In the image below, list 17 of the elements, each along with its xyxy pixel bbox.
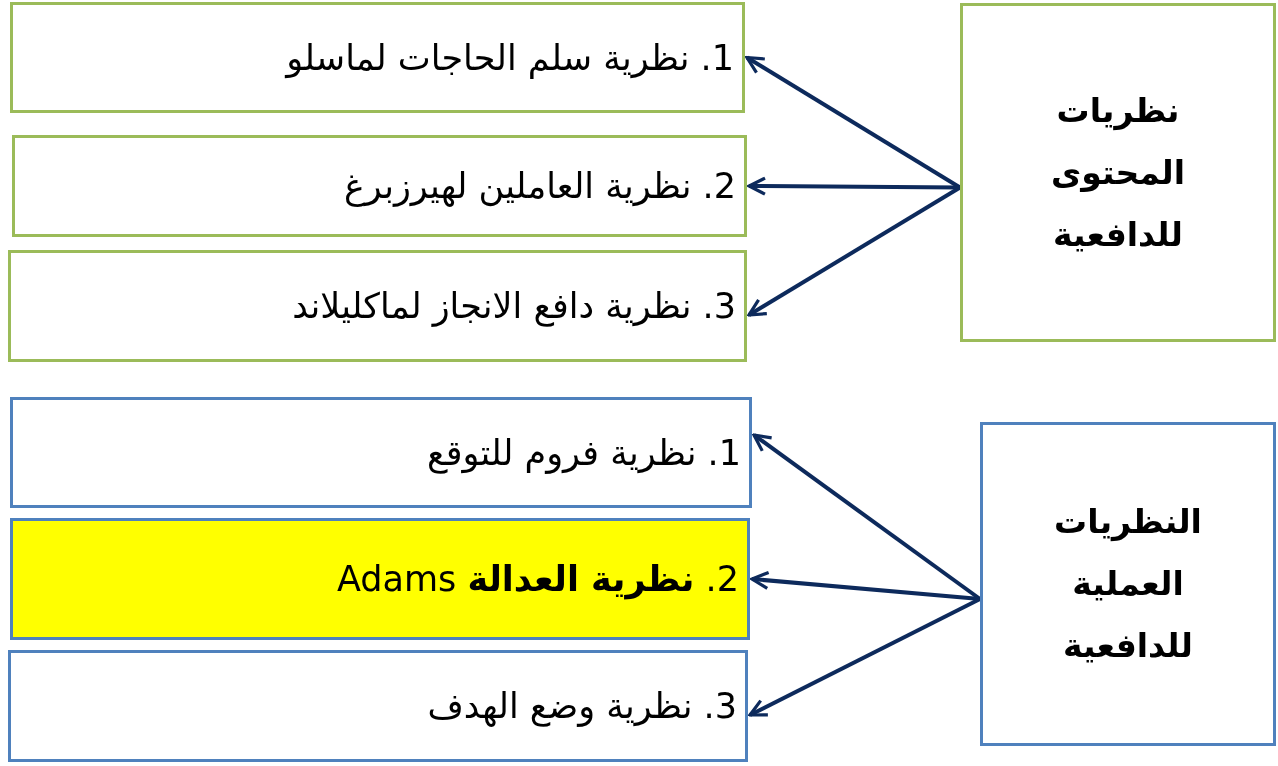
category-title: نظريات المحتوى للدافعية (1050, 89, 1186, 256)
theory-box (10, 397, 752, 508)
theory-label: 1. نظرية سلم الحاجات لماسلو (286, 37, 734, 78)
category-box (960, 3, 1276, 342)
theory-label: 3. نظرية وضع الهدف (427, 686, 737, 726)
theory-label: 3. نظرية دافع الانجاز لماكليلاند (292, 286, 736, 326)
theory-label: 2. نظرية العاملين لهيرزبرغ (343, 166, 736, 206)
theory-box (8, 650, 748, 762)
theory-box (12, 135, 747, 237)
arrow (748, 597, 981, 717)
theory-box (10, 518, 750, 640)
theory-box (10, 2, 745, 113)
theory-box (8, 250, 747, 362)
theory-label: 1. نظرية فروم للتوقع (427, 432, 741, 473)
arrow (747, 176, 960, 196)
category-title: النظريات العملية للدافعية (1053, 501, 1203, 667)
category-box (980, 422, 1276, 746)
